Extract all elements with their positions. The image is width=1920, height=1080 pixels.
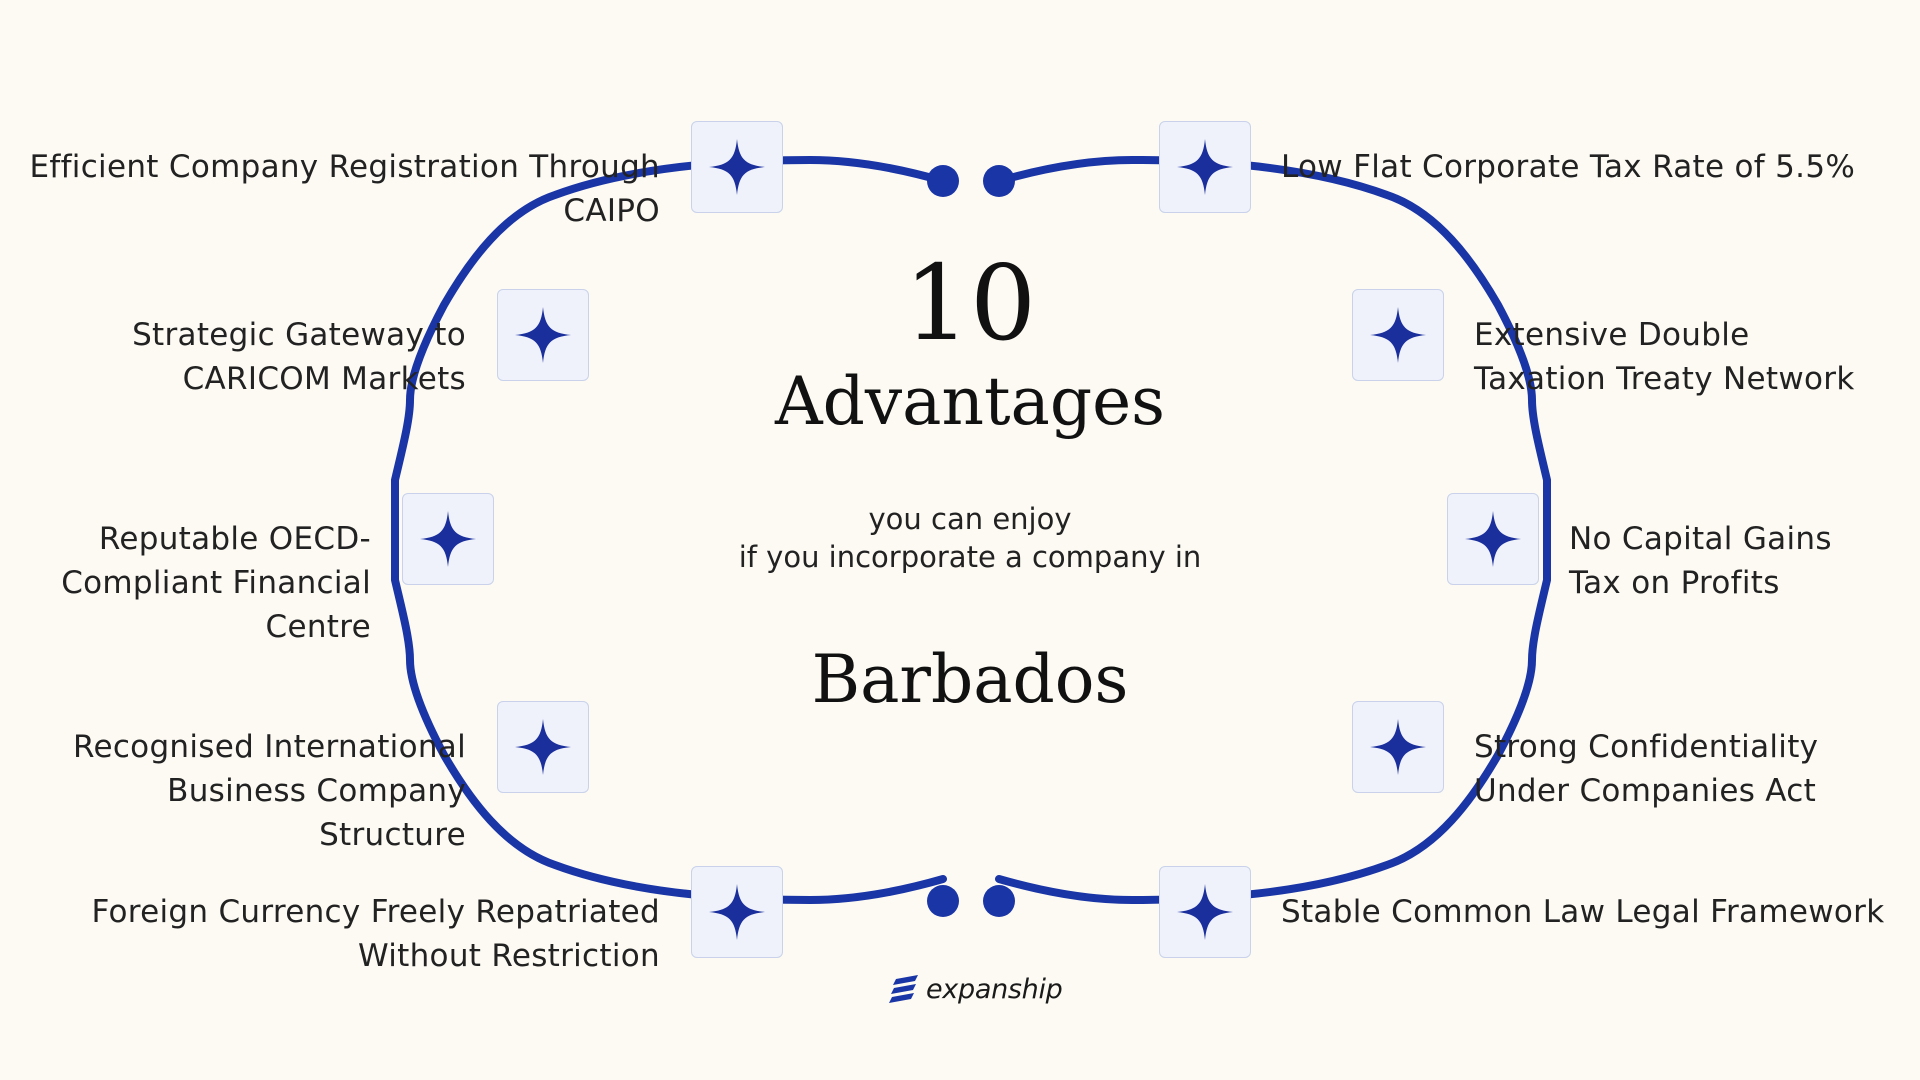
advantage-label-right-4: Strong Confidentiality Under Companies A… bbox=[1474, 725, 1904, 813]
brand-name: expanship bbox=[926, 973, 1063, 1005]
headline-subtitle: you can enjoy if you incorporate a compa… bbox=[600, 500, 1340, 576]
ring-end-dot bbox=[983, 165, 1015, 197]
advantage-label-line: No Capital Gains bbox=[1569, 521, 1832, 557]
ring-end-dot bbox=[983, 885, 1015, 917]
advantage-label-left-1: Efficient Company Registration Through C… bbox=[0, 145, 660, 233]
advantage-label-line: Strategic Gateway to bbox=[132, 317, 466, 353]
brand-logo: expanship bbox=[888, 972, 1063, 1006]
four-point-star-icon bbox=[1465, 511, 1521, 567]
advantage-label-line: Tax on Profits bbox=[1569, 565, 1780, 601]
advantage-label-left-4: Recognised International Business Compan… bbox=[6, 725, 466, 857]
four-point-star-icon bbox=[709, 139, 765, 195]
advantage-label-line: Low Flat Corporate Tax Rate of 5.5% bbox=[1281, 149, 1856, 185]
headline-title: Advantages bbox=[774, 363, 1166, 440]
advantage-node-left-3 bbox=[402, 493, 494, 585]
advantage-label-right-5: Stable Common Law Legal Framework bbox=[1281, 890, 1911, 934]
advantage-node-left-5 bbox=[691, 866, 783, 958]
four-point-star-icon bbox=[420, 511, 476, 567]
advantage-label-line: Extensive Double bbox=[1474, 317, 1750, 353]
advantage-label-line: Reputable OECD- bbox=[98, 521, 371, 557]
advantage-label-line: Structure bbox=[319, 817, 466, 853]
advantage-label-line: Under Companies Act bbox=[1474, 773, 1817, 809]
advantage-node-left-4 bbox=[497, 701, 589, 793]
advantage-label-right-3: No Capital Gains Tax on Profits bbox=[1569, 517, 1909, 605]
advantages-count: 10 bbox=[903, 242, 1037, 364]
advantage-label-line: Centre bbox=[265, 609, 371, 645]
advantage-node-left-1 bbox=[691, 121, 783, 213]
advantage-label-line: Business Company bbox=[167, 773, 466, 809]
four-point-star-icon bbox=[515, 307, 571, 363]
ring-end-dot bbox=[927, 165, 959, 197]
advantage-node-right-4 bbox=[1352, 701, 1444, 793]
ring-end-dot bbox=[927, 885, 959, 917]
four-point-star-icon bbox=[1177, 139, 1233, 195]
advantage-node-left-2 bbox=[497, 289, 589, 381]
advantage-label-line: Without Restriction bbox=[357, 938, 660, 974]
advantage-node-right-3 bbox=[1447, 493, 1539, 585]
advantage-node-right-5 bbox=[1159, 866, 1251, 958]
advantage-label-line: Strong Confidentiality bbox=[1474, 729, 1819, 765]
advantage-node-right-1 bbox=[1159, 121, 1251, 213]
four-point-star-icon bbox=[515, 719, 571, 775]
advantage-label-line: Recognised International bbox=[73, 729, 466, 765]
four-point-star-icon bbox=[1370, 307, 1426, 363]
advantage-label-line: Efficient Company Registration Through bbox=[29, 149, 660, 185]
advantage-label-line: Stable Common Law Legal Framework bbox=[1281, 894, 1885, 930]
advantage-label-line: Foreign Currency Freely Repatriated bbox=[91, 894, 660, 930]
country-name: Barbados bbox=[811, 641, 1129, 718]
four-point-star-icon bbox=[1177, 884, 1233, 940]
four-point-star-icon bbox=[1370, 719, 1426, 775]
subtitle-line-1: you can enjoy bbox=[868, 502, 1072, 536]
advantage-label-right-1: Low Flat Corporate Tax Rate of 5.5% bbox=[1281, 145, 1901, 189]
advantage-node-right-2 bbox=[1352, 289, 1444, 381]
advantage-label-left-5: Foreign Currency Freely Repatriated With… bbox=[40, 890, 660, 978]
advantage-label-left-3: Reputable OECD- Compliant Financial Cent… bbox=[11, 517, 371, 649]
advantage-label-right-2: Extensive Double Taxation Treaty Network bbox=[1474, 313, 1904, 401]
expanship-logo-icon bbox=[889, 975, 918, 1003]
advantage-label-left-2: Strategic Gateway to CARICOM Markets bbox=[6, 313, 466, 401]
subtitle-line-2: if you incorporate a company in bbox=[738, 540, 1202, 574]
advantage-label-line: Taxation Treaty Network bbox=[1474, 361, 1855, 397]
advantage-label-line: CAIPO bbox=[563, 193, 660, 229]
advantage-label-line: Compliant Financial bbox=[61, 565, 371, 601]
advantage-label-line: CARICOM Markets bbox=[182, 361, 466, 397]
four-point-star-icon bbox=[709, 884, 765, 940]
